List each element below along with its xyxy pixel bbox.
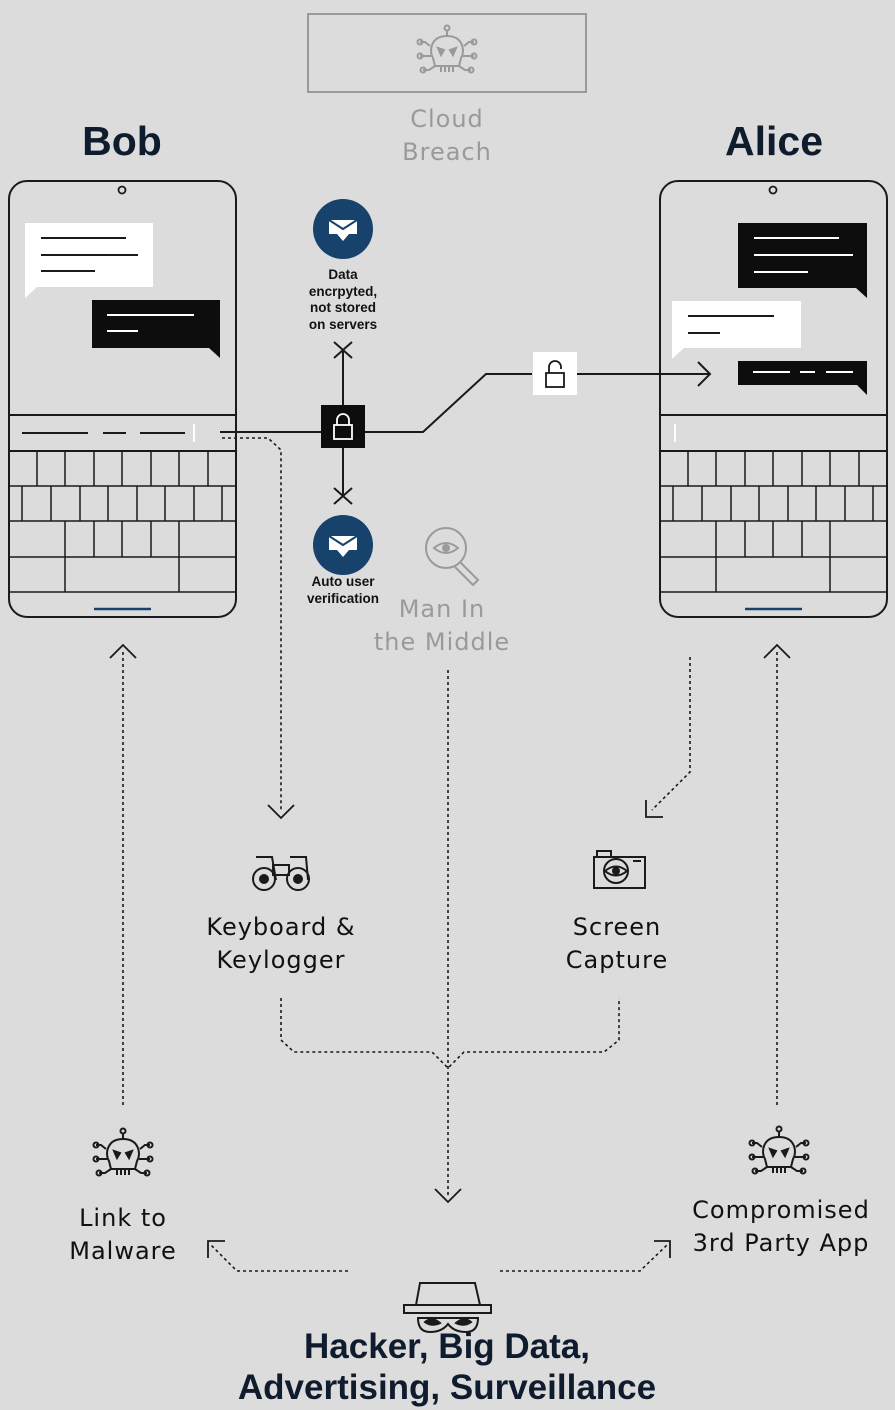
message-badge-icon xyxy=(313,199,373,259)
hacker-icon xyxy=(403,1282,492,1334)
verification-note: Auto user verification xyxy=(306,574,380,606)
malware-link-label: Link to Malware xyxy=(69,1204,177,1265)
cloud-breach-label: Cloud Breach xyxy=(402,105,492,166)
screen-capture-label: Screen Capture xyxy=(565,913,669,974)
attackers-label: Hacker, Big Data, Advertising, Surveilla… xyxy=(237,1327,657,1407)
attack-paths xyxy=(122,437,778,1272)
alice-phone xyxy=(659,180,888,618)
man-in-the-middle-label: Man In the Middle xyxy=(373,595,511,656)
arrowheads xyxy=(109,643,791,1258)
camera-icon xyxy=(593,850,646,889)
keylogger-label: Keyboard & Keylogger xyxy=(206,913,356,974)
message-badge-icon xyxy=(313,515,373,575)
bob-label: Bob xyxy=(82,118,162,164)
skull-virus-icon xyxy=(748,1125,810,1175)
alice-label: Alice xyxy=(725,118,823,164)
compromised-app-label: Compromised 3rd Party App xyxy=(692,1196,870,1257)
magnifier-eye-icon xyxy=(425,527,480,587)
encrypted-channel xyxy=(220,341,712,505)
binoculars-icon xyxy=(252,856,310,891)
unlock-icon xyxy=(533,352,577,395)
skull-virus-icon xyxy=(92,1127,154,1177)
cloud-breach-box xyxy=(307,13,587,93)
lock-icon xyxy=(321,405,365,448)
encryption-note: Data encrpyted, not stored on servers xyxy=(308,267,378,332)
bob-phone xyxy=(8,180,237,618)
skull-virus-icon xyxy=(416,24,478,74)
